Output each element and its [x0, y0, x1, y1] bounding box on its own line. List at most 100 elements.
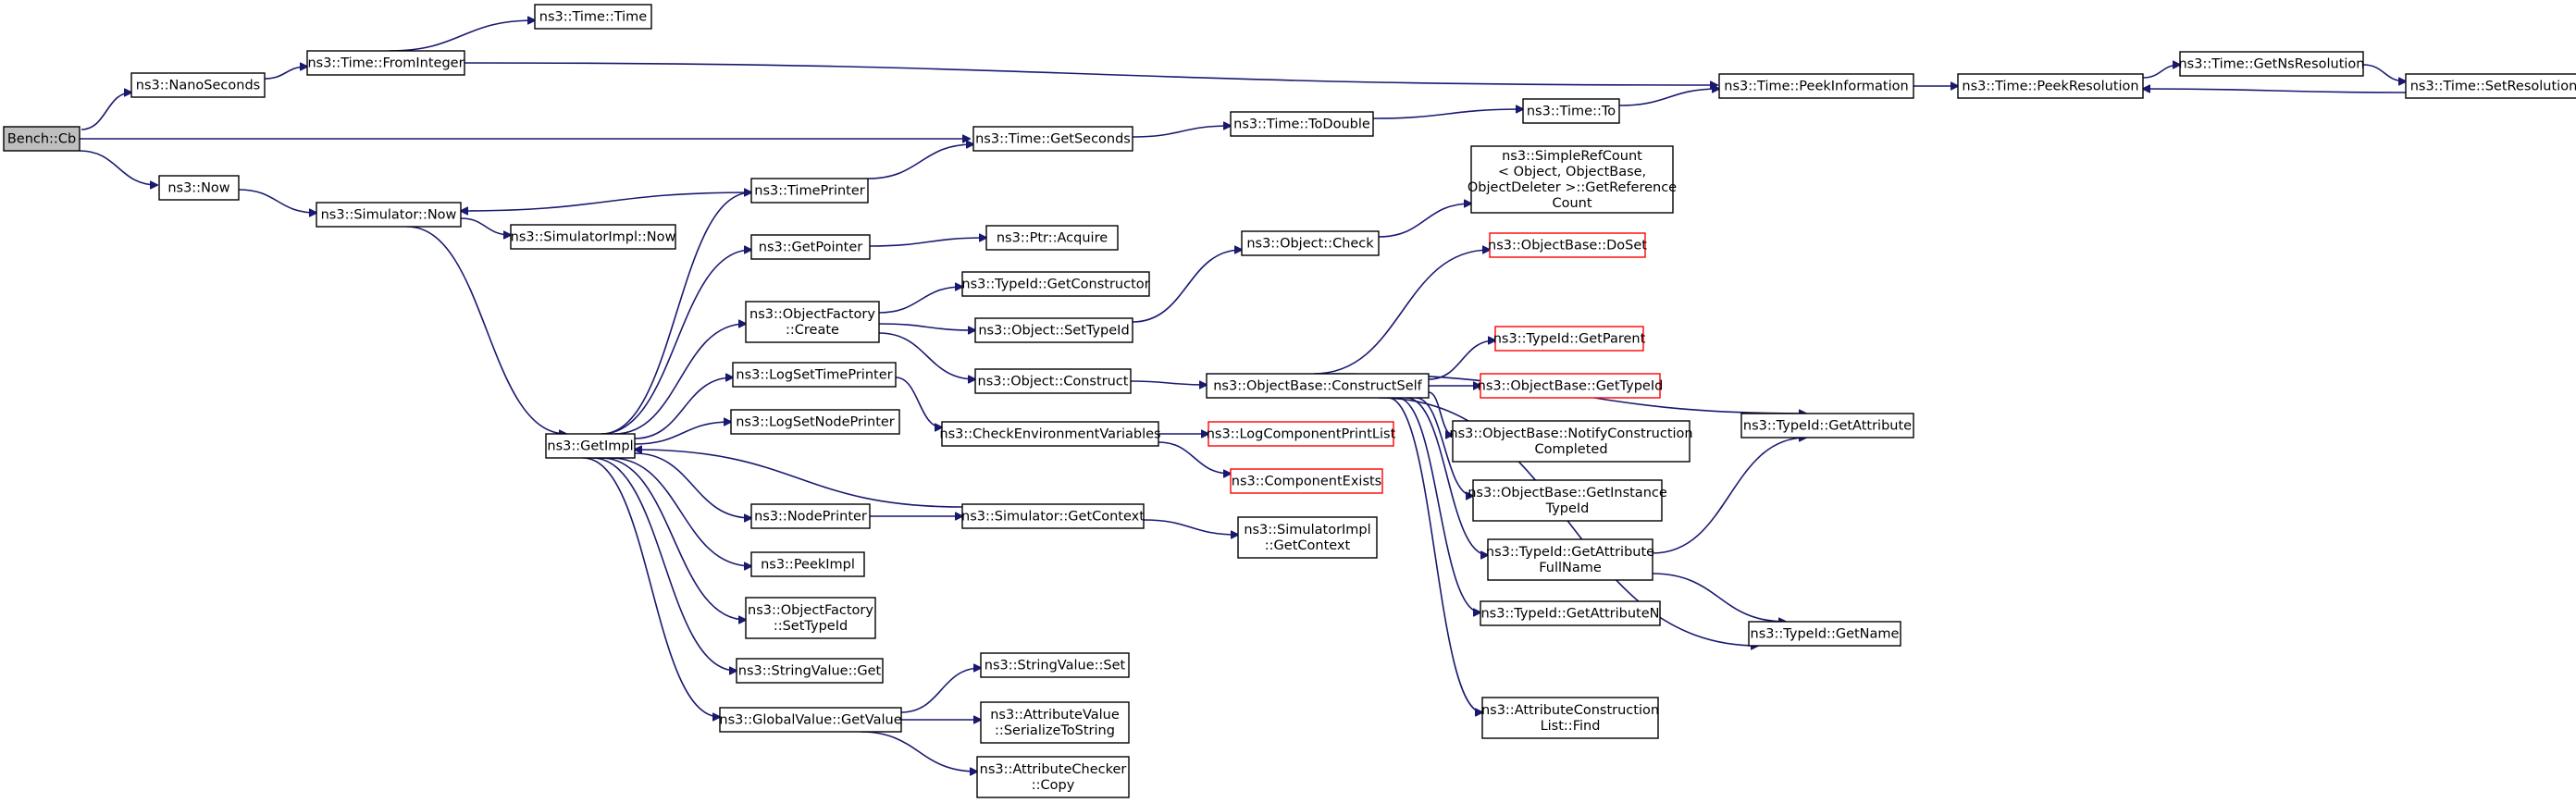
node-label: ns3::Time::ToDouble	[1233, 117, 1370, 132]
node-label: ::Copy	[1032, 778, 1075, 793]
node-box-getpointer	[750, 234, 871, 260]
node-label: ns3::Object::SetTypeId	[978, 324, 1129, 339]
node-box-objectfactory_settypeid	[745, 597, 876, 639]
node-box-time_time	[534, 4, 652, 30]
edge-object_settypeid-to-object_check	[1132, 250, 1242, 323]
node-label: ns3::ObjectBase::ConstructSelf	[1213, 379, 1422, 394]
edge-bench_cb-to-now	[79, 150, 157, 185]
node-checkenvironmentvariables[interactable]: ns3::CheckEnvironmentVariables	[939, 421, 1161, 447]
node-typeid_getattributen[interactable]: ns3::TypeId::GetAttributeN	[1480, 600, 1661, 626]
edge-getimpl-to-globalvalue_getvalue	[582, 457, 720, 717]
node-componentexists[interactable]: ns3::ComponentExists	[1230, 468, 1383, 494]
node-box-time_todouble	[1230, 111, 1374, 137]
node-typeid_getname[interactable]: ns3::TypeId::GetName	[1748, 621, 1901, 647]
node-getpointer[interactable]: ns3::GetPointer	[750, 234, 871, 260]
node-attributevalue_serialize[interactable]: ns3::AttributeValue::SerializeToString	[980, 701, 1130, 744]
node-box-time_getseconds	[972, 126, 1133, 152]
node-simulatorimpl_getcontext[interactable]: ns3::SimulatorImpl::GetContext	[1237, 516, 1378, 559]
node-nanoseconds[interactable]: ns3::NanoSeconds	[130, 72, 266, 98]
edge-simulator_now-to-simulatorimpl_now	[460, 217, 511, 235]
node-object_construct[interactable]: ns3::Object::Construct	[974, 368, 1132, 394]
node-stringvalue_set[interactable]: ns3::StringValue::Set	[980, 652, 1130, 678]
node-label: ns3::ObjectBase::NotifyConstruction	[1449, 426, 1692, 441]
node-label: ns3::TypeId::GetConstructor	[961, 278, 1149, 292]
node-box-object_construct	[974, 368, 1132, 394]
node-now[interactable]: ns3::Now	[158, 175, 240, 201]
node-box-logcomponentprintlist	[1208, 421, 1394, 447]
node-logsettimeprinter[interactable]: ns3::LogSetTimePrinter	[732, 362, 897, 388]
node-logsetnodeprinter[interactable]: ns3::LogSetNodePrinter	[730, 409, 900, 435]
edge-getimpl-to-logsetnodeprinter	[634, 422, 731, 445]
node-timeprinter[interactable]: ns3::TimePrinter	[750, 178, 869, 204]
node-logcomponentprintlist[interactable]: ns3::LogComponentPrintList	[1207, 421, 1396, 447]
node-objectbase_notifyconstruction[interactable]: ns3::ObjectBase::NotifyConstructionCompl…	[1449, 420, 1693, 463]
node-label: Completed	[1534, 442, 1607, 457]
edge-simulator_getcontext-to-simulatorimpl_getcontext	[1143, 519, 1238, 535]
node-label: ::Create	[786, 323, 839, 338]
node-ptr_acquire[interactable]: ns3::Ptr::Acquire	[985, 225, 1119, 251]
node-object_settypeid[interactable]: ns3::Object::SetTypeId	[974, 317, 1133, 343]
node-nodeprinter[interactable]: ns3::NodePrinter	[750, 503, 871, 529]
edge-objectbase_constructself-to-typeid_getattributefullname	[1406, 397, 1488, 555]
node-label: ns3::AttributeChecker	[980, 762, 1127, 777]
node-time_setresolution[interactable]: ns3::Time::SetResolution	[2405, 73, 2576, 99]
edge-getimpl-to-objectfactory_settypeid	[601, 457, 746, 620]
node-box-logsetnodeprinter	[730, 409, 900, 435]
node-time_frominteger[interactable]: ns3::Time::FromInteger	[306, 50, 465, 76]
node-time_todouble[interactable]: ns3::Time::ToDouble	[1230, 111, 1374, 137]
node-label: ns3::LogSetNodePrinter	[736, 415, 895, 430]
node-box-time_setresolution	[2405, 73, 2576, 99]
node-label: < Object, ObjectBase,	[1498, 165, 1646, 179]
node-objectbase_doset[interactable]: ns3::ObjectBase::DoSet	[1488, 232, 1647, 258]
node-time_getseconds[interactable]: ns3::Time::GetSeconds	[972, 126, 1133, 152]
node-time_time[interactable]: ns3::Time::Time	[534, 4, 652, 30]
node-label: ns3::ObjectBase::DoSet	[1488, 239, 1647, 253]
node-bench_cb[interactable]: Bench::Cb	[3, 126, 80, 152]
edge-getimpl-to-peekimpl	[610, 457, 751, 566]
edge-timeprinter-to-time_getseconds	[867, 144, 973, 179]
node-objectbase_gettypeid[interactable]: ns3::ObjectBase::GetTypeId	[1478, 373, 1664, 399]
node-simulator_getcontext[interactable]: ns3::Simulator::GetContext	[961, 503, 1145, 529]
node-box-typeid_getattributefullname	[1487, 538, 1653, 581]
node-time_peekinformation[interactable]: ns3::Time::PeekInformation	[1718, 73, 1914, 99]
edge-typeid_getattributefullname-to-typeid_getname	[1652, 573, 1786, 622]
node-label: ns3::StringValue::Set	[985, 659, 1126, 673]
node-simplerefcount[interactable]: ns3::SimpleRefCount< Object, ObjectBase,…	[1468, 145, 1677, 214]
node-label: ns3::NanoSeconds	[136, 79, 260, 93]
node-label: ObjectDeleter >::GetReference	[1468, 180, 1677, 195]
node-box-time_frominteger	[306, 50, 465, 76]
node-simulatorimpl_now[interactable]: ns3::SimulatorImpl::Now	[510, 224, 676, 250]
node-typeid_getconstructor[interactable]: ns3::TypeId::GetConstructor	[961, 271, 1150, 297]
node-time_to[interactable]: ns3::Time::To	[1522, 98, 1620, 124]
node-typeid_getattribute[interactable]: ns3::TypeId::GetAttribute	[1740, 413, 1914, 439]
edge-object_construct-to-objectbase_constructself	[1130, 380, 1207, 385]
node-typeid_getparent[interactable]: ns3::TypeId::GetParent	[1493, 326, 1646, 352]
node-label: Bench::Cb	[7, 132, 76, 147]
node-objectbase_constructself[interactable]: ns3::ObjectBase::ConstructSelf	[1206, 373, 1430, 399]
edge-time_frominteger-to-time_time	[388, 20, 535, 52]
node-box-time_getnsresolution	[2179, 51, 2364, 77]
node-globalvalue_getvalue[interactable]: ns3::GlobalValue::GetValue	[719, 707, 902, 733]
node-attributechecker_copy[interactable]: ns3::AttributeChecker::Copy	[976, 756, 1130, 798]
node-objectfactory_create[interactable]: ns3::ObjectFactory::Create	[745, 301, 880, 343]
node-box-typeid_getattribute	[1740, 413, 1914, 439]
edge-time_setresolution-to-time_peekresolution	[2143, 89, 2407, 93]
node-stringvalue_get[interactable]: ns3::StringValue::Get	[736, 658, 884, 684]
node-getimpl[interactable]: ns3::GetImpl	[545, 433, 636, 459]
edge-objectfactory_create-to-object_construct	[878, 332, 975, 379]
node-time_peekresolution[interactable]: ns3::Time::PeekResolution	[1957, 73, 2144, 99]
edge-timeprinter-to-simulator_now	[461, 191, 752, 211]
node-simulator_now[interactable]: ns3::Simulator::Now	[316, 202, 462, 228]
node-object_check[interactable]: ns3::Object::Check	[1241, 230, 1380, 256]
node-label: TypeId	[1545, 501, 1590, 516]
node-objectfactory_settypeid[interactable]: ns3::ObjectFactory::SetTypeId	[745, 597, 876, 639]
edge-objectbase_constructself-to-typeid_getname	[1378, 397, 1758, 646]
node-peekimpl[interactable]: ns3::PeekImpl	[750, 551, 865, 577]
node-time_getnsresolution[interactable]: ns3::Time::GetNsResolution	[2178, 51, 2365, 77]
node-label: ns3::NodePrinter	[754, 510, 867, 525]
node-box-logsettimeprinter	[732, 362, 897, 388]
